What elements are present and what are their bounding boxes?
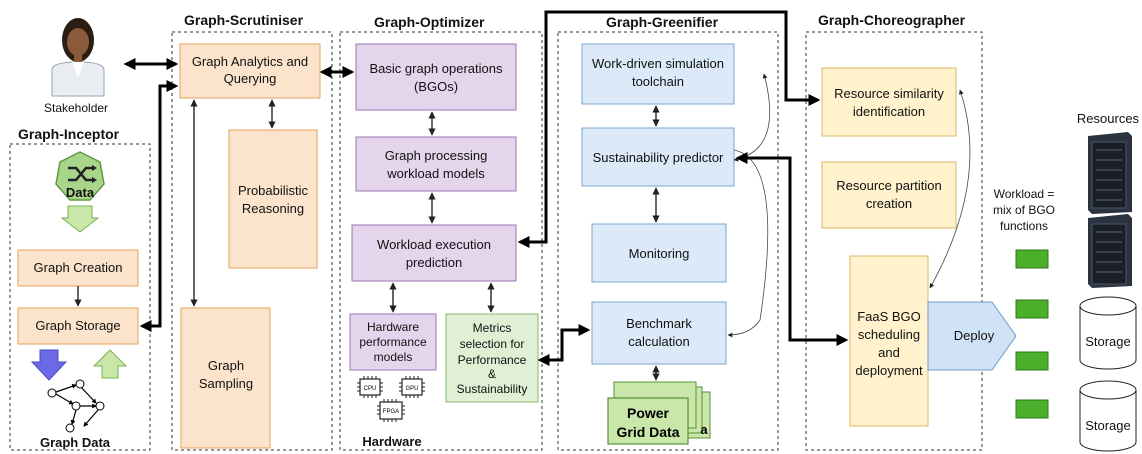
metrics-line3: Performance: [458, 353, 527, 367]
title-scrutiniser: Graph-Scrutiniser: [184, 12, 304, 28]
monitoring-label: Monitoring: [629, 246, 690, 261]
svg-text:FPGA: FPGA: [383, 409, 399, 415]
metrics-line5: Sustainability: [457, 382, 528, 396]
faas-line4: deployment: [855, 363, 923, 378]
similarity-line1: Resource similarity: [834, 86, 944, 101]
partition-line1: Resource partition: [836, 178, 942, 193]
partition-line2: creation: [866, 196, 912, 211]
resource-partition-box: [821, 161, 957, 229]
resources-title: Resources: [1077, 111, 1140, 126]
server-rack-icon: [1088, 132, 1132, 214]
sampling-line2: Sampling: [199, 376, 253, 391]
storage-cylinder-icon: [1079, 380, 1137, 452]
fpga-chip-icon: FPGA: [377, 399, 405, 422]
faas-line1: FaaS BGO: [857, 309, 921, 324]
hardware-models-box: [349, 313, 437, 371]
graph-data-icon: [47, 379, 105, 433]
up-arrow-green-icon: [92, 349, 128, 379]
graph-analytics-line1: Graph Analytics and: [192, 54, 308, 69]
workload-models-line2: workload models: [386, 166, 485, 181]
workload-function-block: [1015, 299, 1049, 319]
server-rack-icon: [1088, 214, 1132, 288]
toolchain-line1: Work-driven simulation: [592, 56, 724, 71]
down-arrow-blue-icon: [30, 349, 68, 381]
graph-sampling-box: [180, 307, 271, 449]
faas-line2: scheduling: [858, 327, 920, 342]
storage-1-label: Storage: [1085, 334, 1131, 349]
metrics-line1: Metrics: [473, 321, 512, 335]
similarity-line2: identification: [853, 104, 925, 119]
metrics-selection-box: [445, 313, 539, 403]
power-grid-line2: Grid Data: [616, 424, 679, 440]
probabilistic-line1: Probabilistic: [238, 183, 309, 198]
metrics-line2: selection for: [460, 337, 525, 351]
faas-scheduling-box[interactable]: [849, 255, 929, 427]
faas-line3: and: [878, 345, 900, 360]
workload-line1: Workload =: [994, 187, 1055, 201]
title-greenifier: Graph-Greenifier: [606, 14, 719, 30]
hw-models-line2: performance: [359, 335, 427, 349]
bgo-line1: Basic graph operations: [370, 61, 503, 76]
benchmark-line1: Benchmark: [626, 316, 692, 331]
workload-function-block: [1015, 399, 1049, 419]
title-optimizer: Graph-Optimizer: [374, 14, 485, 30]
bgo-box: [355, 43, 517, 111]
graph-storage-label: Graph Storage: [35, 318, 120, 333]
graph-creation-label: Graph Creation: [34, 260, 123, 275]
region-scrutiniser: [171, 31, 333, 451]
stakeholder-label: Stakeholder: [44, 101, 108, 115]
metrics-line4: &: [488, 367, 496, 381]
sampling-line1: Graph: [208, 358, 244, 373]
workload-line3: functions: [1000, 219, 1048, 233]
workload-function-block: [1015, 351, 1049, 371]
workload-models-box: [355, 136, 517, 192]
hw-models-line1: Hardware: [367, 320, 419, 334]
title-choreographer: Graph-Choreographer: [818, 12, 966, 28]
benchmark-line2: calculation: [628, 334, 689, 349]
stack-suffix-text: a: [700, 422, 708, 437]
execution-line2: prediction: [406, 255, 462, 270]
predictor-label: Sustainability predictor: [593, 150, 724, 165]
resource-similarity-box: [821, 67, 957, 137]
storage-2-label: Storage: [1085, 418, 1131, 433]
hardware-label: Hardware: [362, 434, 421, 449]
probabilistic-line2: Reasoning: [242, 201, 304, 216]
data-icon: [55, 151, 105, 201]
stakeholder-avatar-icon: [51, 18, 105, 97]
power-grid-data-stack: [607, 381, 711, 445]
probabilistic-reasoning-box: [228, 129, 318, 269]
deploy-label: Deploy: [954, 328, 995, 343]
toolchain-line2: toolchain: [632, 74, 684, 89]
down-arrow-green-icon: [60, 205, 100, 233]
graph-data-label: Graph Data: [40, 435, 111, 450]
svg-text:GPU: GPU: [405, 386, 418, 392]
workload-line2: mix of BGO: [993, 203, 1055, 217]
graph-analytics-line2: Querying: [224, 71, 277, 86]
deploy-arrow[interactable]: [927, 301, 1017, 371]
power-grid-line1: Power: [627, 405, 670, 421]
gpu-chip-icon: GPU: [399, 376, 425, 398]
data-icon-label: Data: [66, 185, 95, 200]
svg-text:CPU: CPU: [364, 386, 377, 392]
bgo-line2: (BGOs): [414, 79, 458, 94]
execution-line1: Workload execution: [377, 237, 491, 252]
cpu-chip-icon: CPU: [357, 376, 383, 398]
graph-creation-box: [17, 249, 139, 287]
workload-models-line1: Graph processing: [385, 148, 488, 163]
storage-cylinder-icon: [1079, 296, 1137, 370]
title-inceptor: Graph-Inceptor: [18, 126, 120, 142]
benchmark-box: [591, 301, 727, 365]
workload-function-block: [1015, 249, 1049, 269]
graph-storage-box[interactable]: [17, 307, 139, 345]
hw-models-line3: models: [374, 350, 413, 364]
workload-execution-box: [351, 224, 517, 282]
region-inceptor: [9, 143, 151, 451]
